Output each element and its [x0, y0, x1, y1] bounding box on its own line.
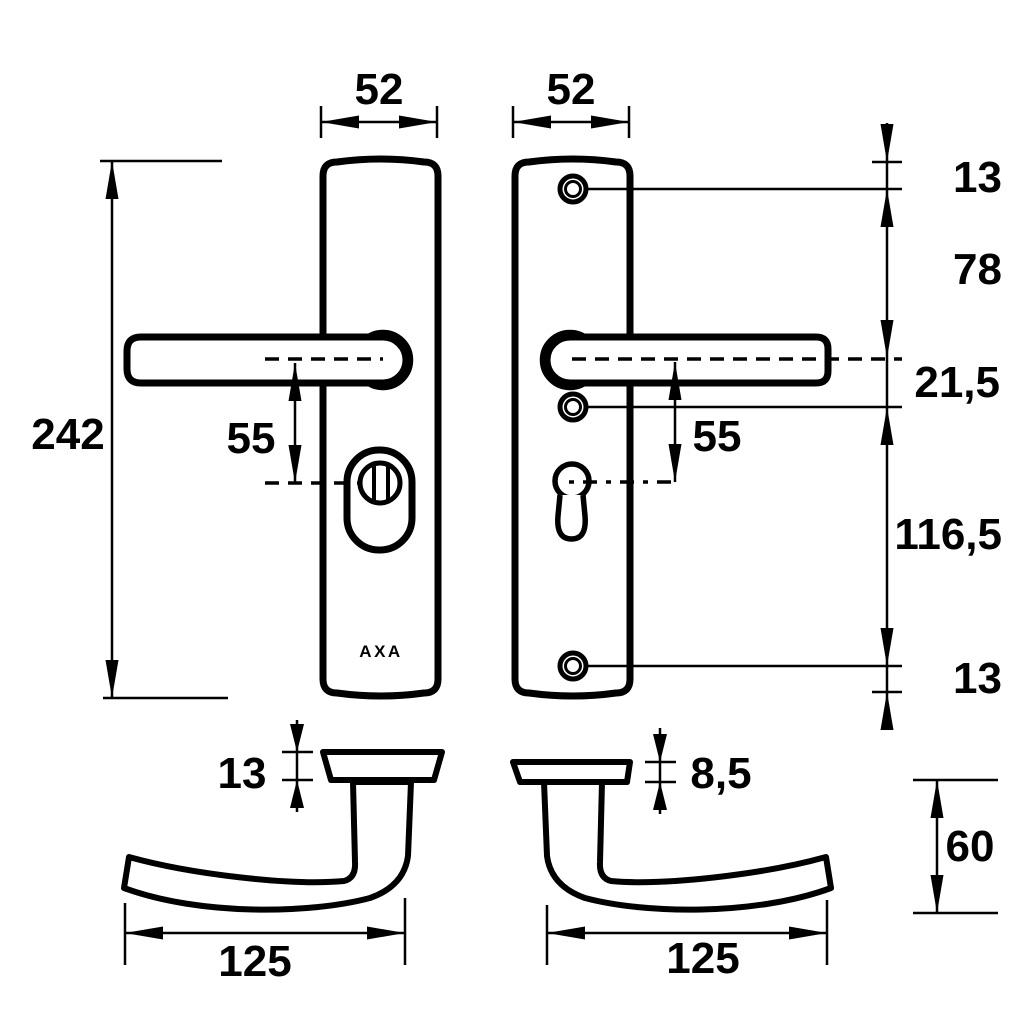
- dim-label-78: 78: [953, 245, 1002, 294]
- dim-label-13-bottom: 13: [953, 654, 1002, 703]
- arrow-up: [653, 782, 667, 810]
- dim-label: 125: [218, 937, 291, 986]
- dim-label: 242: [31, 410, 104, 459]
- dim-label-21-5: 21,5: [914, 358, 1000, 407]
- arrow-down: [288, 445, 302, 483]
- dim-plate-height: 242: [31, 159, 228, 700]
- arrow-up: [880, 189, 894, 227]
- side-view-left: [121, 749, 445, 913]
- arrow-down: [105, 660, 119, 698]
- arrow-up: [880, 692, 894, 730]
- rosette-side-left: [320, 749, 445, 783]
- dim-lever-reach-left: 125: [123, 898, 407, 986]
- lever-side-right: [541, 779, 834, 913]
- dim-plate-width-left: 52: [319, 65, 439, 138]
- arrow-right: [399, 115, 437, 129]
- screw-top-inner: [564, 180, 582, 198]
- dim-label: 13: [218, 749, 267, 798]
- screw-top-outer: [557, 173, 589, 205]
- rosette-side-right: [510, 759, 633, 785]
- keyhole-stem: [555, 494, 588, 542]
- arrow-down: [668, 444, 682, 482]
- dim-lever-reach-right: 125: [545, 900, 829, 983]
- arrow-right: [789, 926, 827, 940]
- front-view-left-plate: AXA: [123, 155, 442, 700]
- lever-side-left: [121, 779, 414, 913]
- arrow-up: [288, 363, 302, 401]
- arrow-left: [513, 115, 551, 129]
- dim-lever-drop: 60: [913, 778, 998, 915]
- brand-logo: AXA: [359, 642, 402, 661]
- dim-rosette-thickness-left: 13: [218, 720, 313, 812]
- arrow-down: [290, 724, 304, 752]
- arrow-up: [105, 161, 119, 199]
- cylinder-core: [357, 460, 403, 506]
- front-view-right-plate: [511, 155, 832, 700]
- dim-label: 60: [946, 822, 995, 871]
- backplate-left: [319, 155, 442, 700]
- dim-label: 8,5: [690, 749, 751, 798]
- arrow-left: [321, 115, 359, 129]
- arrow-down: [880, 124, 894, 162]
- dim-label-116-5: 116,5: [894, 510, 1002, 559]
- arrow-right: [367, 926, 405, 940]
- arrow-up: [290, 780, 304, 808]
- dim-rosette-thickness-right: 8,5: [645, 728, 752, 814]
- dim-label: 55: [693, 412, 742, 461]
- arrow-left: [547, 926, 585, 940]
- screw-mid-outer: [557, 391, 589, 423]
- screw-bottom-inner: [564, 657, 582, 675]
- dim-handle-to-cylinder-right: 55: [569, 357, 902, 484]
- arrow-down: [653, 734, 667, 762]
- dim-handle-to-cylinder-left: 55: [227, 357, 383, 485]
- arrow-down: [930, 875, 944, 913]
- dim-label: 55: [227, 414, 276, 463]
- arrow-left: [125, 926, 163, 940]
- arrow-down: [880, 628, 894, 666]
- arrow-up: [880, 407, 894, 445]
- dim-label: 125: [666, 934, 739, 983]
- dim-label: 52: [355, 65, 404, 114]
- arrow-down: [880, 320, 894, 358]
- dim-label-13-top: 13: [953, 153, 1002, 202]
- dim-plate-width-right: 52: [511, 65, 631, 138]
- dim-chain-right: 13 78 21,5 116,5 13: [588, 123, 1002, 730]
- dim-label: 52: [547, 65, 596, 114]
- backplate-right: [511, 155, 634, 700]
- arrow-right: [591, 115, 629, 129]
- screw-mid-inner: [564, 398, 582, 416]
- side-view-right: [510, 759, 834, 913]
- arrow-up: [930, 780, 944, 818]
- screw-bottom-outer: [557, 650, 589, 682]
- arrow-up: [668, 362, 682, 400]
